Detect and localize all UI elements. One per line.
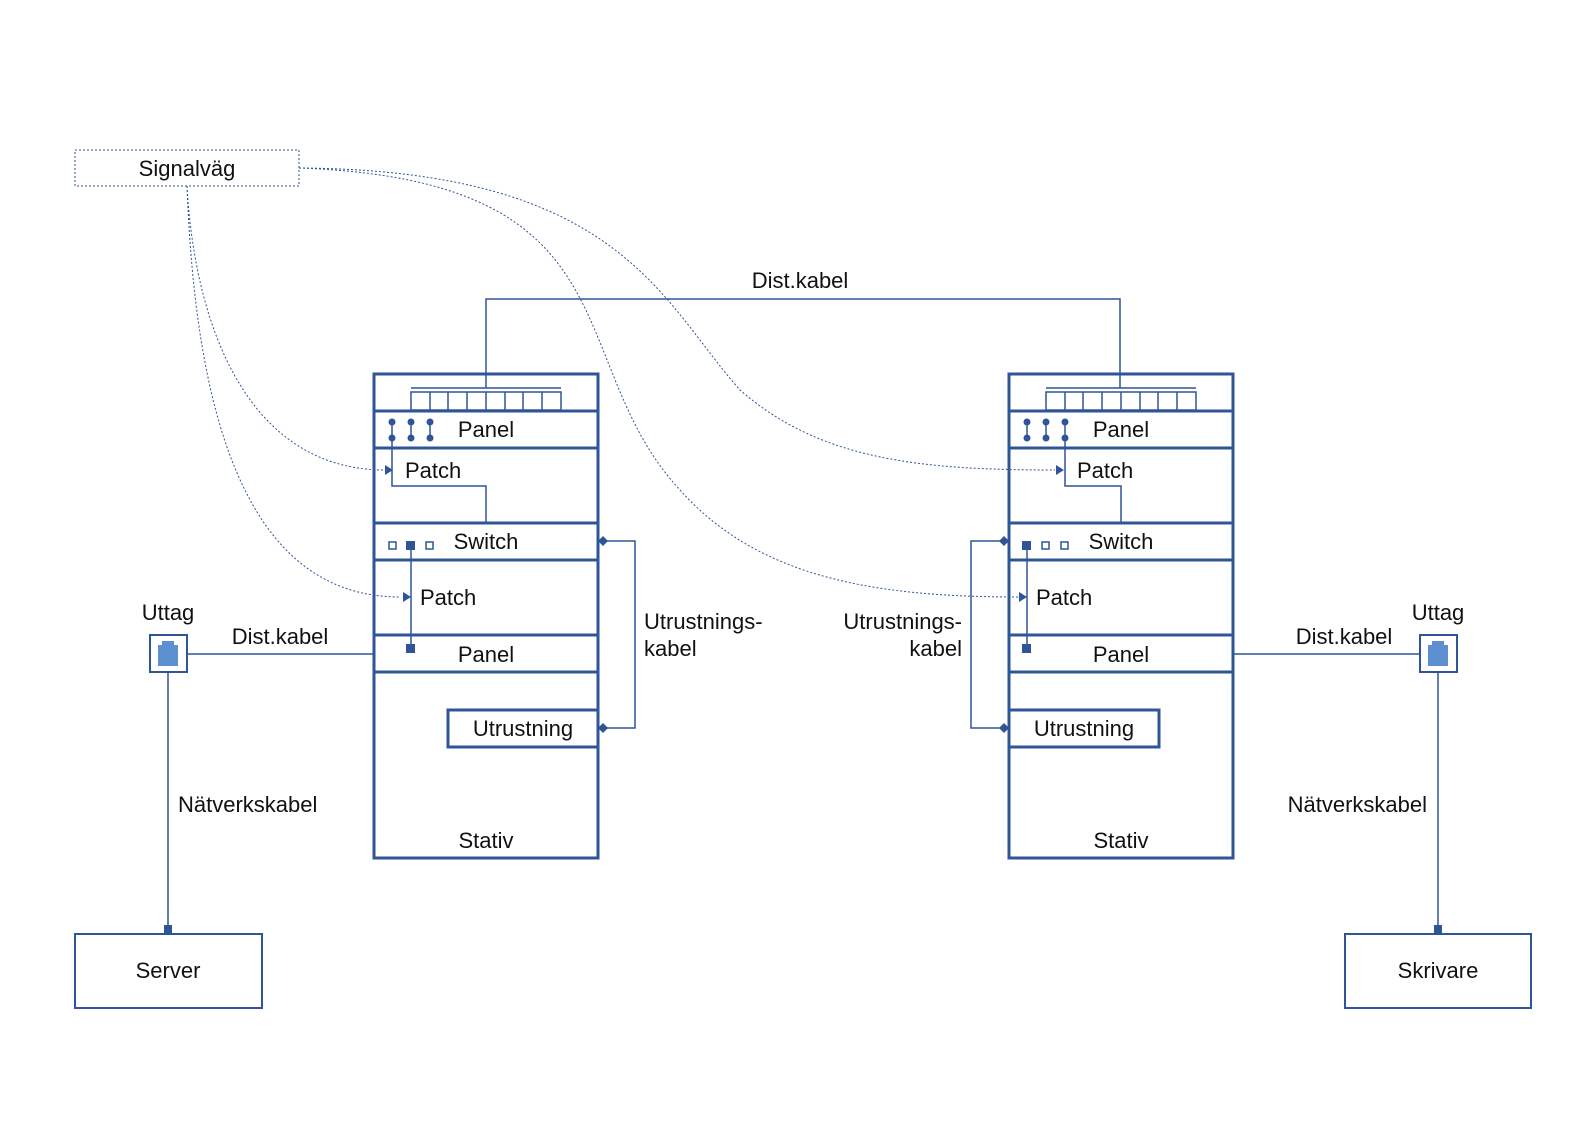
left-equipment-cable-label-2: kabel: [644, 636, 697, 661]
left-switch: Switch: [372, 521, 600, 562]
left-panel-top: Panel: [372, 409, 600, 450]
left-outlet-label: Uttag: [142, 600, 195, 625]
printer-label: Skrivare: [1398, 958, 1479, 983]
right-side: Uttag Dist.kabel Nätverkskabel Skrivare: [1233, 600, 1532, 1009]
left-equipment-label: Utrustning: [473, 716, 573, 741]
left-equipment-cable-label-1: Utrustnings-: [644, 609, 763, 634]
signal-path-label: Signalväg: [139, 156, 236, 181]
left-rack: Panel Patch Switch Patch Panel U: [372, 372, 763, 860]
right-rack: Panel Patch Switch Patch Panel Utrustnin…: [843, 372, 1235, 860]
left-patch-top: Patch: [391, 440, 487, 523]
signal-curve-left-patch-bottom: [186, 185, 401, 598]
signal-curve-right-patch-top: [298, 167, 1056, 471]
left-switch-label: Switch: [454, 529, 519, 554]
signal-curve-left-patch-top: [186, 185, 386, 471]
left-panel-bottom: Panel: [372, 633, 600, 674]
left-patch-top-label: Patch: [405, 458, 461, 483]
server-label: Server: [136, 958, 201, 983]
dist-cable-top: Dist.kabel: [485, 268, 1121, 388]
right-equipment-label: Utrustning: [1034, 716, 1134, 741]
right-rack-port-strip: [1045, 387, 1197, 411]
left-rack-port-strip: [410, 387, 562, 411]
right-dist-cable-label: Dist.kabel: [1296, 624, 1393, 649]
right-outlet-icon: [1419, 634, 1458, 673]
left-rack-label: Stativ: [458, 828, 513, 853]
signal-path-box: Signalväg: [74, 149, 300, 187]
right-patch-bottom: Patch: [1026, 550, 1092, 648]
right-equipment-cable-label-1: Utrustnings-: [843, 609, 962, 634]
right-panel-bottom-label: Panel: [1093, 642, 1149, 667]
left-outlet-icon: [149, 634, 188, 673]
left-equipment: Utrustning: [446, 708, 600, 749]
left-dist-cable-label: Dist.kabel: [232, 624, 329, 649]
right-equipment: Utrustning: [1007, 708, 1161, 749]
right-panel-bottom: Panel: [1007, 633, 1235, 674]
signal-path-curves: [186, 167, 1064, 602]
right-switch: Switch: [1007, 521, 1235, 562]
right-equipment-cable-label-2: kabel: [909, 636, 962, 661]
left-network-cable-label: Nätverkskabel: [178, 792, 317, 817]
right-panel-top-label: Panel: [1093, 417, 1149, 442]
left-side: Uttag Dist.kabel Nätverkskabel Server: [74, 600, 374, 1009]
server-box: Server: [74, 933, 263, 1009]
right-equipment-cable: Utrustnings- kabel: [843, 536, 1009, 733]
right-panel-top: Panel: [1007, 409, 1235, 450]
printer-box: Skrivare: [1344, 933, 1532, 1009]
dist-cable-top-label: Dist.kabel: [752, 268, 849, 293]
signal-curve-right-patch-bottom: [298, 167, 1021, 598]
right-patch-bottom-label: Patch: [1036, 585, 1092, 610]
right-patch-top: Patch: [1064, 440, 1133, 523]
left-patch-bottom: Patch: [410, 550, 476, 648]
left-panel-bottom-label: Panel: [458, 642, 514, 667]
right-outlet-label: Uttag: [1412, 600, 1465, 625]
right-network-cable-label: Nätverkskabel: [1288, 792, 1427, 817]
left-patch-bottom-label: Patch: [420, 585, 476, 610]
left-equipment-cable: Utrustnings- kabel: [598, 536, 763, 733]
right-switch-label: Switch: [1089, 529, 1154, 554]
left-panel-top-label: Panel: [458, 417, 514, 442]
left-panel-top-connectors-icon: [388, 418, 434, 442]
right-rack-label: Stativ: [1093, 828, 1148, 853]
right-panel-top-connectors-icon: [1023, 418, 1069, 442]
right-patch-top-label: Patch: [1077, 458, 1133, 483]
